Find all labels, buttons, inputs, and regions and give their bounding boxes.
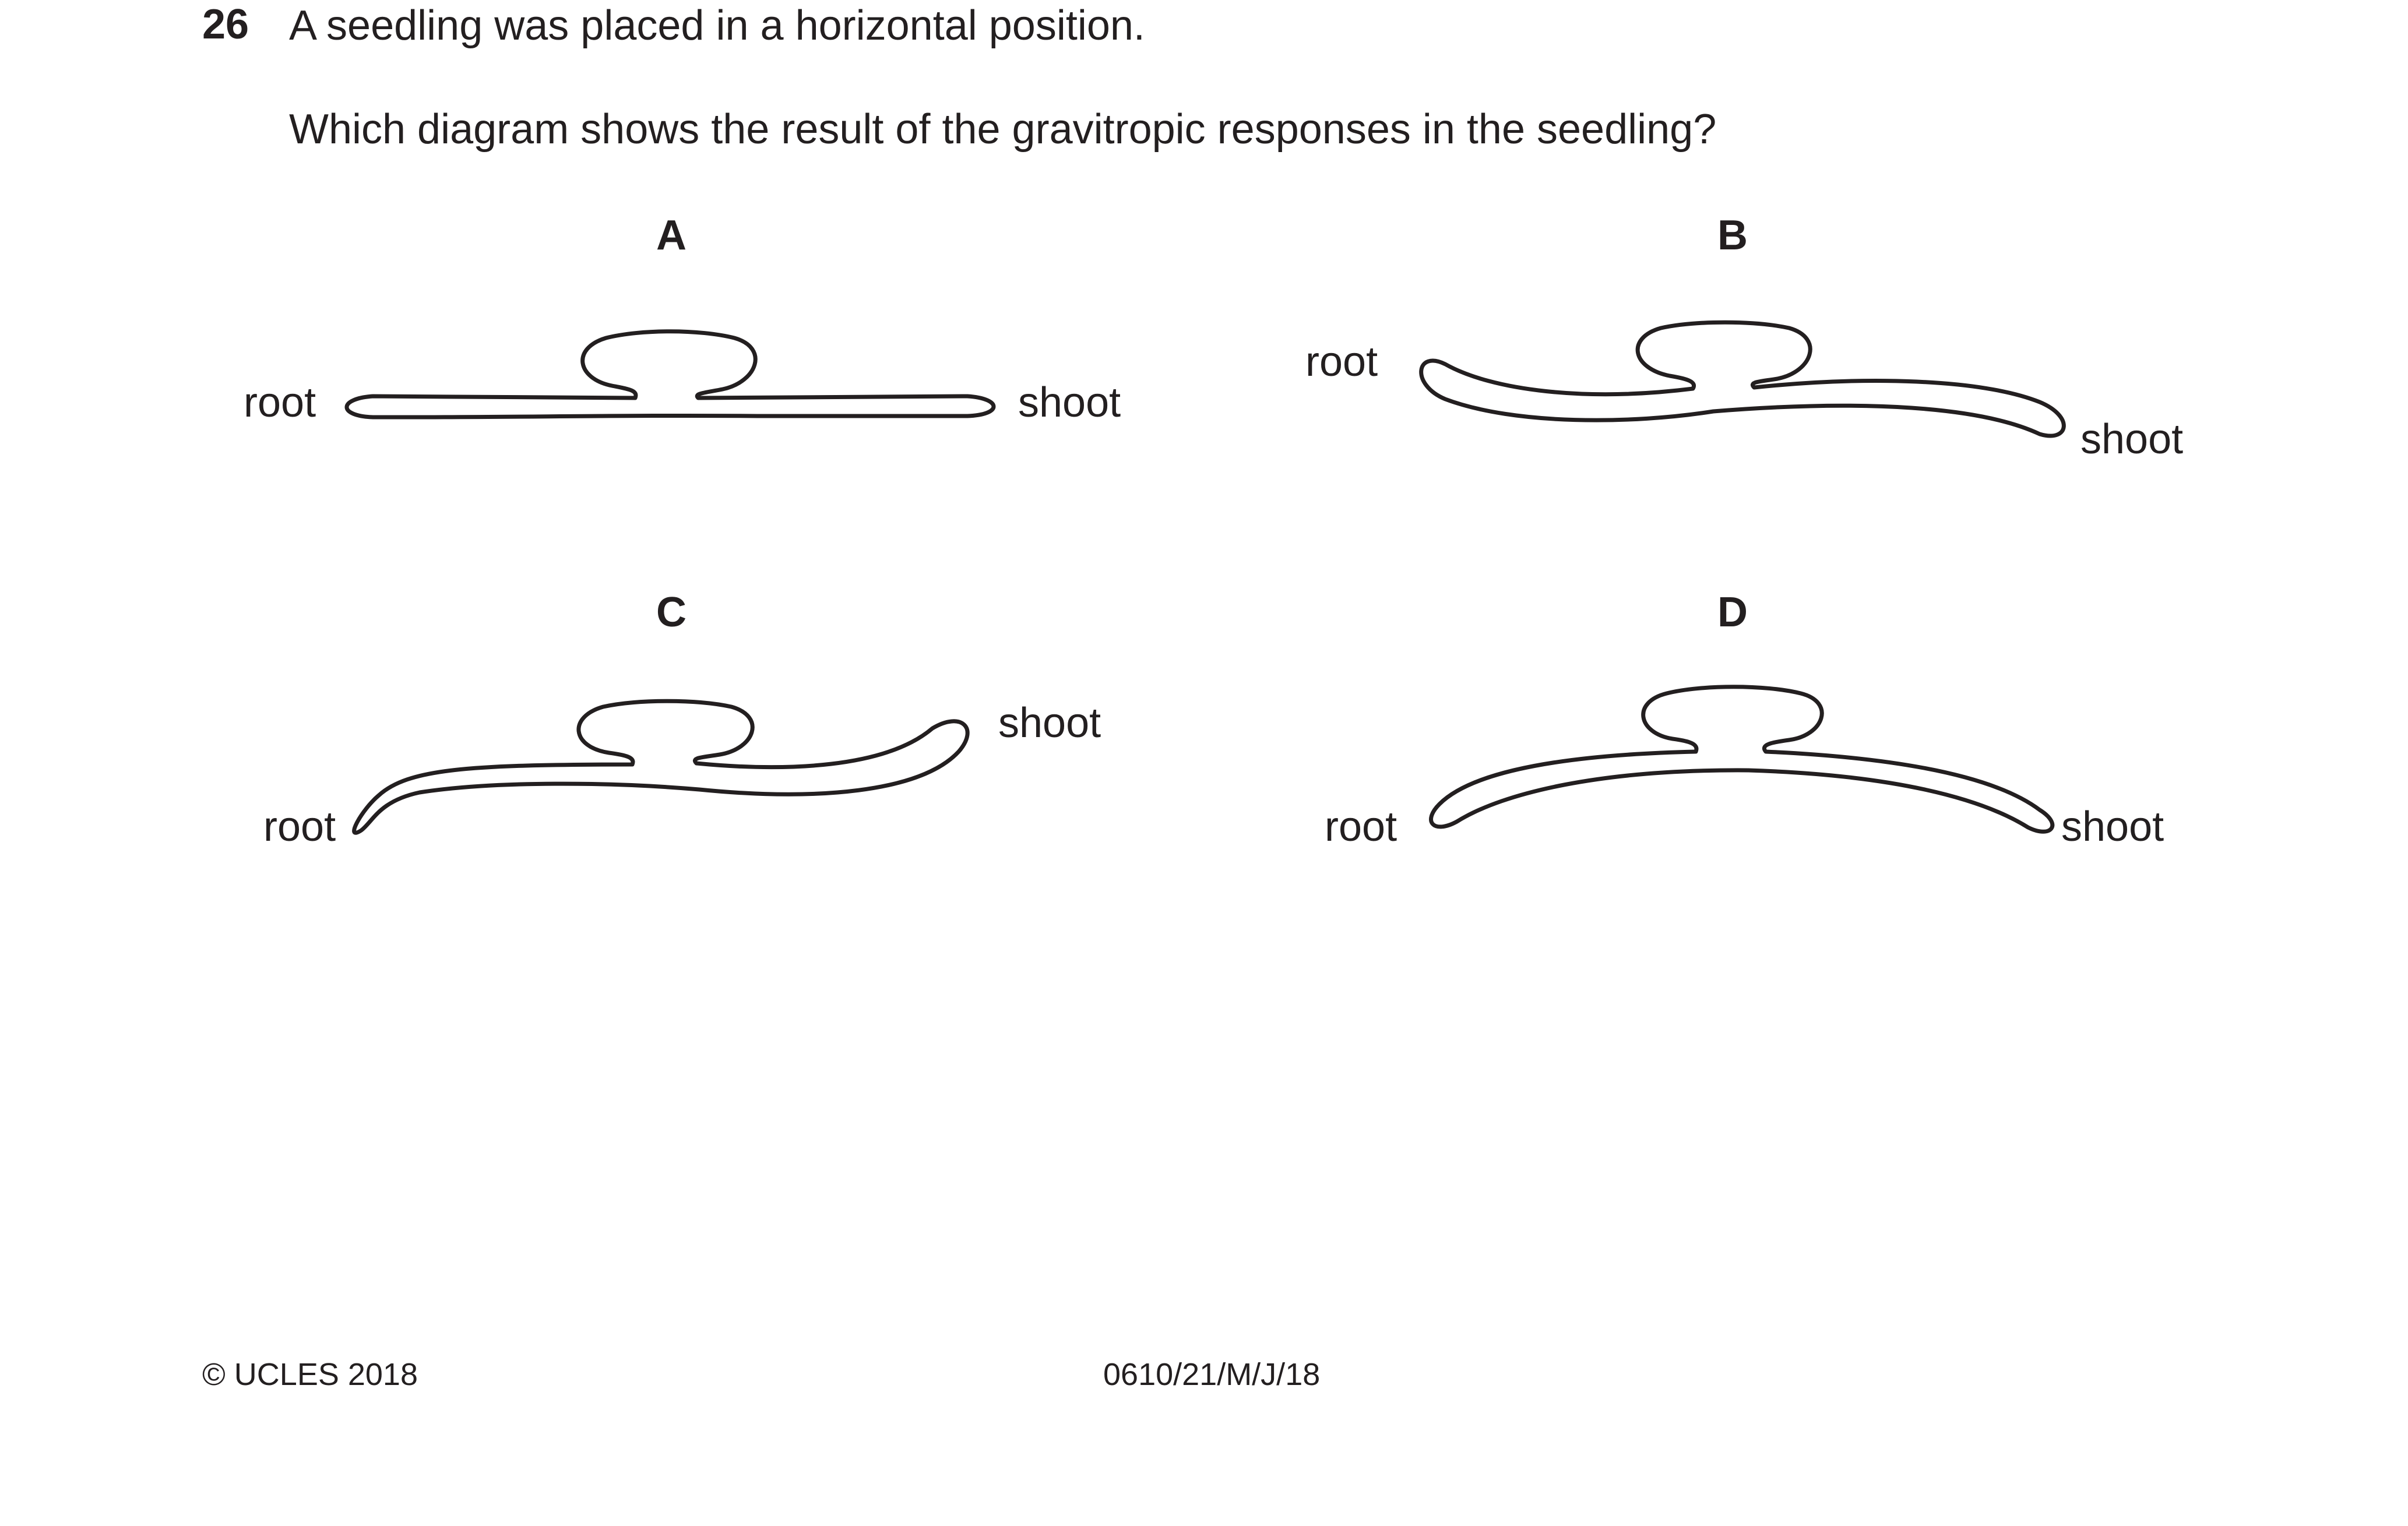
- paper-code: 0610/21/M/J/18: [1103, 1357, 1321, 1392]
- option-b-letter: B: [1717, 212, 1748, 259]
- option-d-root-label: root: [1325, 803, 1397, 850]
- option-c-seedling-shape: [352, 699, 970, 835]
- option-a-diagram: A root shoot: [244, 212, 1121, 426]
- option-b-root-label: root: [1305, 339, 1378, 385]
- option-b-seedling-shape: [1419, 320, 2066, 438]
- question-number: 26: [202, 1, 249, 48]
- copyright-notice: © UCLES 2018: [202, 1357, 418, 1392]
- option-c-letter: C: [656, 589, 687, 636]
- option-a-shoot-label: shoot: [1018, 379, 1121, 426]
- option-b-diagram: B root shoot: [1305, 212, 2183, 463]
- question-prompt: Which diagram shows the result of the gr…: [289, 106, 1717, 153]
- option-d-letter: D: [1717, 589, 1748, 636]
- option-d-shoot-label: shoot: [2061, 803, 2164, 850]
- option-b-shoot-label: shoot: [2080, 416, 2183, 463]
- option-c-root-label: root: [263, 803, 336, 850]
- option-c-shoot-label: shoot: [998, 700, 1101, 746]
- option-a-letter: A: [656, 212, 687, 259]
- option-c-diagram: C root shoot: [263, 589, 1101, 850]
- option-d-diagram: D root shoot: [1325, 589, 2164, 850]
- option-a-seedling-shape: [344, 329, 996, 420]
- option-a-root-label: root: [244, 379, 316, 426]
- option-d-seedling-shape: [1429, 685, 2055, 834]
- question-stem: A seedling was placed in a horizontal po…: [289, 2, 1145, 49]
